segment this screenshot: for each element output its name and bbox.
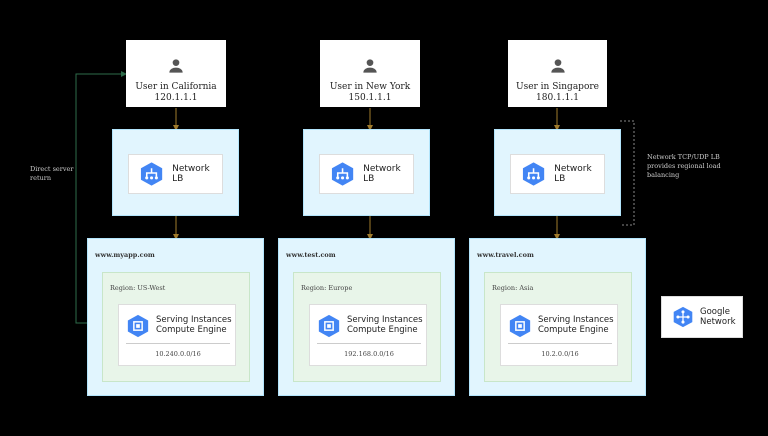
user-card-singapore: User in Singapore 180.1.1.1 bbox=[508, 40, 607, 107]
service-line: Serving Instances bbox=[538, 315, 614, 325]
serving-instances-box: Serving Instances Compute Engine 192.168… bbox=[309, 304, 427, 366]
lb-label: Network LB bbox=[554, 164, 592, 184]
lb-note: Network TCP/UDP LB provides regional loa… bbox=[647, 153, 747, 180]
lb-box-2: Network LB bbox=[319, 154, 414, 194]
user-name: User in California bbox=[135, 82, 217, 92]
service-line: Compute Engine bbox=[156, 325, 227, 335]
network-load-balancing-icon bbox=[140, 162, 163, 186]
domain-label: www.travel.com bbox=[477, 251, 534, 259]
divider bbox=[126, 343, 230, 344]
region-panel-asia: www.travel.com Region: Asia Serving Inst… bbox=[469, 238, 646, 396]
region-inner: Region: Asia Serving Instances Compute E… bbox=[484, 272, 632, 382]
note-line: Direct server bbox=[30, 165, 74, 173]
service-line: Compute Engine bbox=[347, 325, 418, 335]
service-title: Serving Instances Compute Engine bbox=[156, 315, 232, 335]
user-name: User in New York bbox=[329, 82, 411, 92]
person-icon bbox=[550, 59, 565, 73]
serving-instances-box: Serving Instances Compute Engine 10.2.0.… bbox=[500, 304, 618, 366]
user-card-california: User in California 120.1.1.1 bbox=[126, 40, 226, 107]
region-label: Region: Asia bbox=[492, 284, 534, 292]
cidr-label: 192.168.0.0/16 bbox=[344, 350, 394, 358]
region-inner: Region: US-West Serving Instances Comput… bbox=[102, 272, 250, 382]
user-card-new-york: User in New York 150.1.1.1 bbox=[320, 40, 420, 107]
lb-box-3: Network LB bbox=[510, 154, 605, 194]
google-network-legend: Google Network bbox=[661, 296, 743, 338]
service-line: Compute Engine bbox=[538, 325, 609, 335]
domain-label: www.myapp.com bbox=[95, 251, 155, 259]
divider bbox=[317, 343, 421, 344]
person-icon bbox=[169, 59, 183, 73]
lb-label: Network LB bbox=[172, 164, 210, 184]
service-line: Serving Instances bbox=[156, 315, 232, 325]
note-line: return bbox=[30, 174, 52, 182]
cidr-label: 10.2.0.0/16 bbox=[541, 350, 579, 358]
divider bbox=[508, 343, 612, 344]
service-title: Serving Instances Compute Engine bbox=[538, 315, 614, 335]
note-line: provides regional load bbox=[647, 162, 721, 170]
compute-engine-icon bbox=[509, 314, 531, 338]
region-label: Region: US-West bbox=[110, 284, 166, 292]
compute-engine-icon bbox=[318, 314, 340, 338]
region-inner: Region: Europe Serving Instances Compute… bbox=[293, 272, 441, 382]
legend-line: Google bbox=[700, 307, 730, 317]
service-title: Serving Instances Compute Engine bbox=[347, 315, 423, 335]
note-line: balancing bbox=[647, 171, 680, 179]
serving-instances-box: Serving Instances Compute Engine 10.240.… bbox=[118, 304, 236, 366]
network-load-balancing-icon bbox=[331, 162, 354, 186]
network-load-balancing-icon bbox=[522, 162, 545, 186]
service-line: Serving Instances bbox=[347, 315, 423, 325]
domain-label: www.test.com bbox=[286, 251, 336, 259]
region-panel-us-west: www.myapp.com Region: US-West Serving In… bbox=[87, 238, 264, 396]
direct-server-return-note: Direct server return bbox=[30, 165, 74, 183]
user-name: User in Singapore bbox=[515, 82, 599, 92]
user-ip: 180.1.1.1 bbox=[536, 93, 579, 103]
legend-line: Network bbox=[700, 317, 736, 327]
cidr-label: 10.240.0.0/16 bbox=[155, 350, 201, 358]
person-icon bbox=[363, 59, 377, 73]
lb-box-1: Network LB bbox=[128, 154, 223, 194]
lb-note-bracket bbox=[620, 120, 635, 226]
note-line: Network TCP/UDP LB bbox=[647, 153, 720, 161]
compute-engine-icon bbox=[127, 314, 149, 338]
legend-text: Google Network bbox=[700, 307, 736, 327]
region-panel-europe: www.test.com Region: Europe Serving Inst… bbox=[278, 238, 455, 396]
user-ip: 150.1.1.1 bbox=[348, 93, 392, 103]
lb-label: Network LB bbox=[363, 164, 401, 184]
user-ip: 120.1.1.1 bbox=[154, 93, 198, 103]
google-network-icon bbox=[673, 306, 693, 328]
region-label: Region: Europe bbox=[301, 284, 353, 292]
